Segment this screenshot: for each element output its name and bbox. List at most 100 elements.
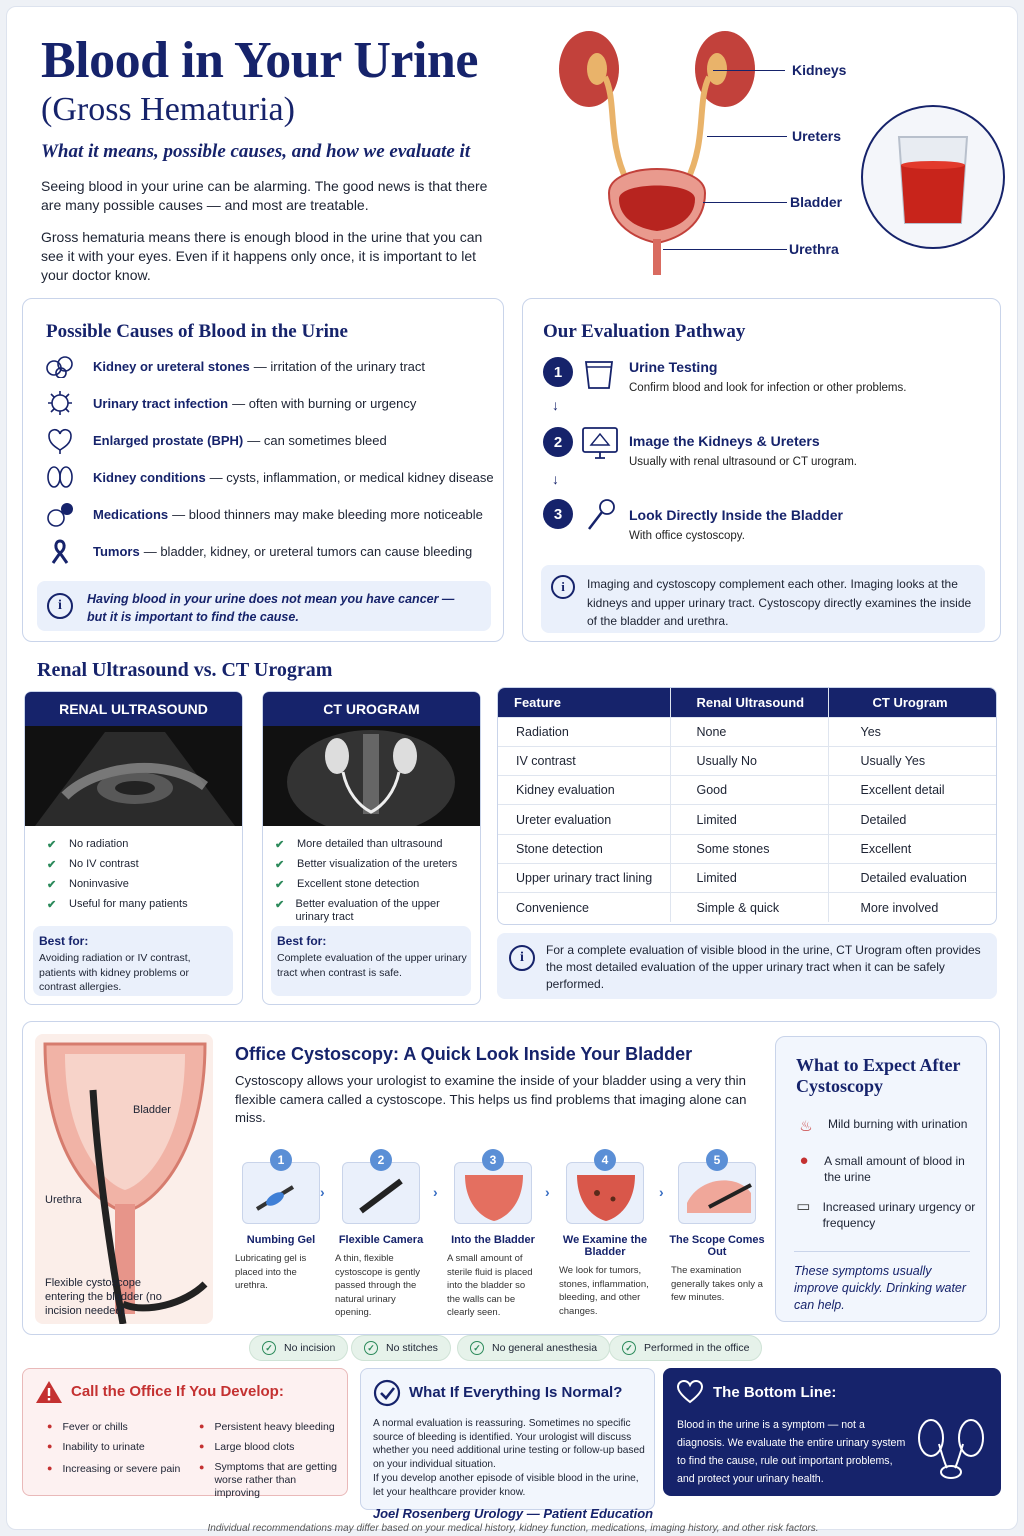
ultrasound-best-for: Best for: Avoiding radiation or IV contr…: [33, 926, 233, 996]
bottom-line-card: The Bottom Line: Blood in the urine is a…: [663, 1368, 1001, 1496]
cystoscopy-step: 1 Numbing Gel Lubricating gel is placed …: [231, 1149, 331, 1293]
causes-title: Possible Causes of Blood in the Urine: [46, 321, 348, 342]
check-icon: ✔: [47, 879, 57, 891]
kidneys-outline-icon: [913, 1414, 989, 1485]
footer-disclaimer: Individual recommendations may differ ba…: [207, 1523, 819, 1534]
urinary-tract-illustration: [559, 31, 755, 275]
intro-paragraph-2: Gross hematuria means there is enough bl…: [41, 229, 483, 283]
ct-panel: CT UROGRAM ✔More detailed than ultrasoun…: [262, 691, 481, 1005]
table-header-row: Feature Renal Ultrasound CT Urogram: [498, 688, 996, 717]
expect-note: These symptoms usually improve quickly. …: [794, 1264, 967, 1312]
check-circle-icon: ✓: [364, 1341, 378, 1355]
illus-label-urethra: Urethra: [45, 1194, 82, 1206]
cystoscopy-illustration: Bladder Urethra Flexible cystoscope ente…: [35, 1034, 213, 1324]
pathway-card: Our Evaluation Pathway 1 Urine Testing C…: [522, 298, 1001, 642]
check-circle-icon: ✓: [262, 1341, 276, 1355]
step-number: 1: [543, 357, 573, 387]
check-icon: ✔: [47, 859, 57, 871]
page: Blood in Your Urine (Gross Hematuria) Wh…: [6, 6, 1018, 1534]
step-number: 3: [543, 499, 573, 529]
normal-title: What If Everything Is Normal?: [409, 1384, 623, 1401]
cystoscopy-title: Office Cystoscopy: A Quick Look Inside Y…: [235, 1044, 693, 1064]
monitor-icon: [581, 425, 619, 466]
down-arrow-icon: ↓: [552, 397, 559, 413]
ct-image: [263, 726, 480, 826]
cystoscopy-card: Bladder Urethra Flexible cystoscope ente…: [22, 1021, 1000, 1335]
cystoscopy-step: 4 We Examine the Bladder We look for tum…: [555, 1149, 655, 1318]
info-icon: i: [551, 575, 575, 599]
cystoscopy-step: 2 Flexible Camera A thin, flexible cysto…: [331, 1149, 431, 1320]
expect-title: What to Expect After Cystoscopy: [796, 1055, 961, 1096]
ultrasound-benefits: ✔No radiation ✔No IV contrast ✔Noninvasi…: [47, 838, 188, 911]
check-icon: ✔: [47, 839, 57, 851]
footer-org: Joel Rosenberg Urology — Patient Educati…: [372, 1506, 654, 1521]
ultrasound-panel: RENAL ULTRASOUND ✔No radiation ✔No IV co…: [24, 691, 243, 1005]
cause-item: Enlarged prostate (BPH)— can sometimes b…: [43, 425, 513, 455]
check-icon: ✔: [275, 879, 285, 891]
cystoscopy-intro: Cystoscopy allows your urologist to exam…: [235, 1073, 747, 1125]
label-ureters: Ureters: [792, 128, 842, 144]
causes-card: Possible Causes of Blood in the Urine Ki…: [22, 298, 504, 642]
bottom-line-title: The Bottom Line:: [713, 1384, 837, 1401]
stones-icon: [43, 351, 77, 381]
badge-in-office: ✓Performed in the office: [609, 1335, 763, 1361]
intro-paragraph-1: Seeing blood in your urine can be alarmi…: [41, 178, 488, 213]
cause-item: Urinary tract infection— often with burn…: [43, 388, 513, 418]
page-title: Blood in Your Urine: [41, 32, 478, 89]
check-icon: ✔: [275, 899, 285, 911]
ct-benefits: ✔More detailed than ultrasound ✔Better v…: [275, 838, 458, 923]
cystoscope-icon: [585, 497, 617, 538]
cause-item: Kidney or ureteral stones— irritation of…: [43, 351, 513, 381]
normal-card: What If Everything Is Normal? A normal e…: [360, 1368, 655, 1510]
prostate-icon: [43, 425, 77, 455]
ultrasound-image: [25, 726, 242, 826]
expect-item: ♨Mild burning with urination: [794, 1117, 984, 1135]
causes-note: i Having blood in your urine does not me…: [37, 581, 491, 631]
badge-no-stitches: ✓No stitches: [351, 1335, 451, 1361]
pills-icon: [43, 499, 77, 529]
cystoscopy-step: 5 The Scope Comes Out The examination ge…: [667, 1149, 767, 1305]
label-bladder: Bladder: [790, 194, 843, 210]
comparison-title: Renal Ultrasound vs. CT Urogram: [37, 659, 333, 681]
page-title-sub: (Gross Hematuria): [41, 91, 295, 128]
call-office-card: Call the Office If You Develop: ●Fever o…: [22, 1368, 348, 1499]
illus-caption: Flexible cystoscope entering the bladder…: [45, 1277, 162, 1317]
check-circle-icon: ✓: [470, 1341, 484, 1355]
expect-card: What to Expect After Cystoscopy ♨Mild bu…: [775, 1036, 987, 1322]
check-icon: ✔: [47, 899, 57, 911]
chevron-right-icon: ›: [659, 1184, 664, 1200]
check-circle-icon: [373, 1379, 401, 1412]
illus-label-bladder: Bladder: [133, 1104, 171, 1116]
pathway-title: Our Evaluation Pathway: [543, 321, 746, 342]
chevron-right-icon: ›: [320, 1184, 325, 1200]
check-icon: ✔: [275, 859, 285, 871]
check-circle-icon: ✓: [622, 1341, 636, 1355]
cause-item: Tumors— bladder, kidney, or ureteral tum…: [43, 536, 513, 566]
chevron-right-icon: ›: [545, 1184, 550, 1200]
chevron-right-icon: ›: [433, 1184, 438, 1200]
blood-drop-icon: ●: [799, 1152, 809, 1169]
flame-icon: ♨: [799, 1118, 813, 1135]
kidneys-icon: [43, 462, 77, 492]
info-icon: i: [509, 945, 535, 971]
warning-icon: [35, 1379, 63, 1410]
bacteria-icon: [43, 388, 77, 418]
down-arrow-icon: ↓: [552, 471, 559, 487]
ribbon-icon: [43, 536, 77, 566]
heart-icon: [676, 1379, 704, 1409]
urine-cup-icon: [583, 357, 615, 396]
badge-no-anesthesia: ✓No general anesthesia: [457, 1335, 611, 1361]
expect-item: ▭Increased urinary urgency or frequency: [794, 1199, 984, 1231]
expect-item: ●A small amount of blood in the urine: [794, 1153, 984, 1185]
call-office-title: Call the Office If You Develop:: [71, 1383, 284, 1400]
check-icon: ✔: [275, 839, 285, 851]
cause-item: Medications— blood thinners may make ble…: [43, 499, 513, 529]
toilet-icon: ▭: [796, 1198, 811, 1215]
ct-best-for: Best for: Complete evaluation of the upp…: [271, 926, 471, 996]
